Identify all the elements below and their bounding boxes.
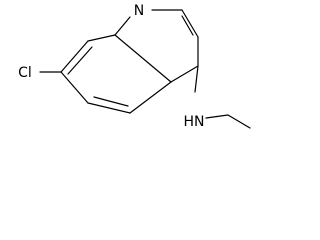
amine-label: HN (184, 114, 205, 130)
molecule-structure: N Cl HN (18, 3, 251, 130)
bond-c8-c7-outer (60, 40, 89, 73)
pyridine-ring (114, 9, 199, 83)
bond-c7-c6 (60, 71, 89, 104)
bond-c5-c4a (129, 81, 172, 114)
bond-c6-c5-inner (93, 96, 129, 107)
bond-ch2-ch3 (227, 114, 251, 129)
benzene-ring (60, 34, 172, 114)
bond-c2-c3-outer (181, 9, 199, 38)
bond-c6-c5-outer (87, 102, 131, 114)
chlorine-label: Cl (18, 65, 32, 81)
bond-nh-ch2 (205, 114, 229, 119)
bond-c4-nh (194, 65, 199, 93)
ring-nitrogen-label: N (134, 3, 144, 19)
bond-c2-c3-inner (181, 15, 194, 36)
bond-c4-c4a (170, 65, 199, 83)
bond-c8-c7-inner (67, 46, 93, 75)
bond-c8a-n1 (114, 16, 131, 36)
bond-c4a-c8a (114, 34, 172, 83)
bond-c8a-c8 (87, 34, 116, 42)
